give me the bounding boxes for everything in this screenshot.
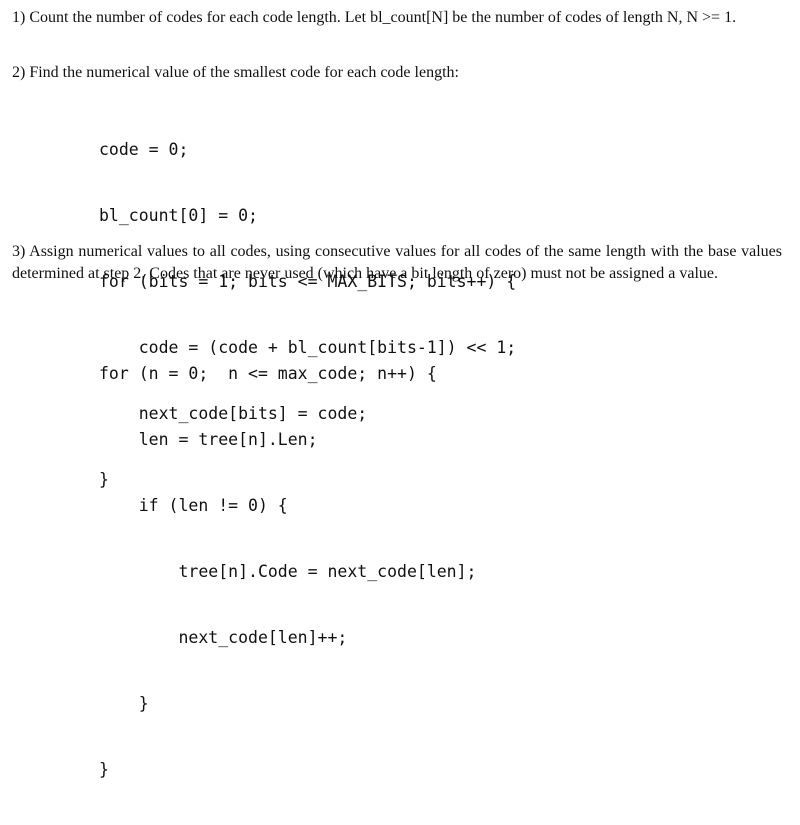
code-line: next_code[bits] = code; [99,404,368,423]
document-page: 1) Count the number of codes for each co… [12,9,782,779]
code-line: } [99,694,149,713]
code-line: next_code[len]++; [99,628,348,647]
smallest-code-block: code = 0; bl_count[0] = 0; for (bits = 1… [99,95,516,535]
code-line: if (len != 0) { [99,496,288,515]
code-line: len = tree[n].Len; [99,430,318,449]
code-line: code = (code + bl_count[bits-1]) << 1; [99,338,517,357]
code-line: code = 0; [99,140,189,159]
step-3-paragraph: 3) Assign numerical values to all codes,… [12,243,782,282]
code-line: tree[n].Code = next_code[len]; [99,562,477,581]
code-line: bl_count[0] = 0; [99,206,258,225]
step-1-paragraph: 1) Count the number of codes for each co… [12,9,737,26]
code-line: } [99,760,109,779]
assign-codes-block: for (n = 0; n <= max_code; n++) { len = … [99,319,477,825]
code-line: for (n = 0; n <= max_code; n++) { [99,364,437,383]
code-line: for (bits = 1; bits <= MAX_BITS; bits++)… [99,272,517,291]
step-2-paragraph: 2) Find the numerical value of the small… [12,64,459,81]
code-line: } [99,470,109,489]
